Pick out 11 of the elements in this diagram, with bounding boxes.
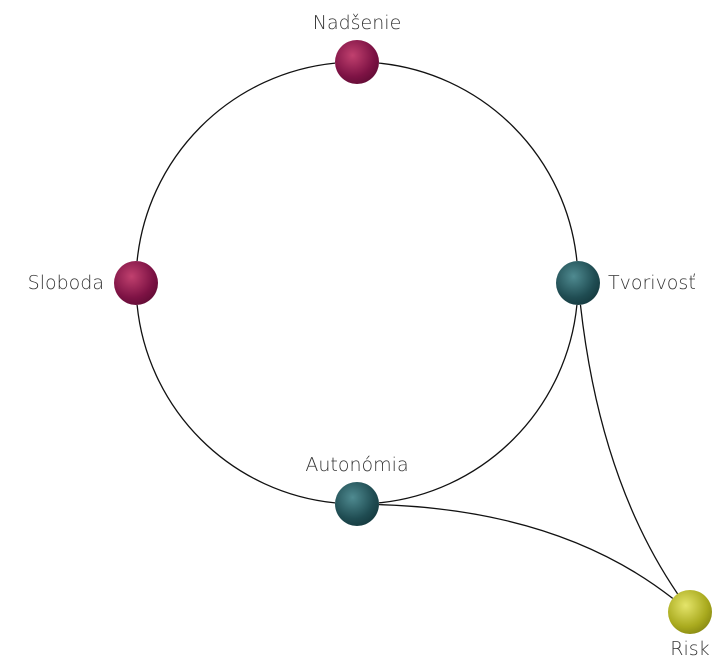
connector-line xyxy=(378,304,578,504)
node-label: Risk xyxy=(670,638,710,660)
node-label: Sloboda xyxy=(28,272,104,294)
connector-line xyxy=(378,62,578,262)
connector-line xyxy=(378,504,674,599)
node-label: Nadšenie xyxy=(312,12,402,34)
node-label: Autonómia xyxy=(305,454,409,476)
connector-line xyxy=(580,304,678,594)
node-label: Tvorivosť xyxy=(608,272,696,294)
connector-line xyxy=(136,304,336,504)
connector-line xyxy=(136,62,336,262)
